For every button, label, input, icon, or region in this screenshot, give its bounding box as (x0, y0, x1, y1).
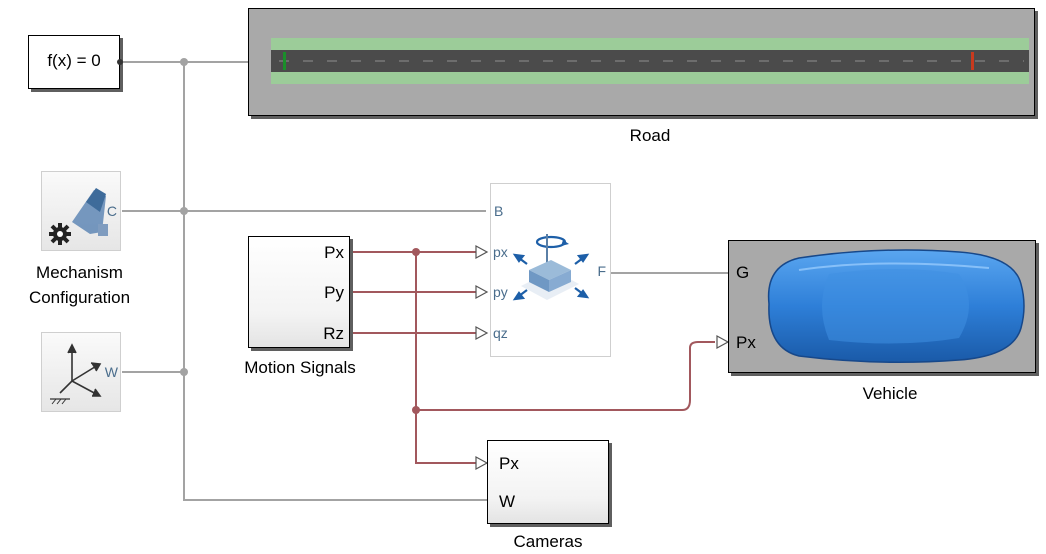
vehicle-label: Vehicle (862, 384, 918, 403)
robot-arm-icon (72, 188, 108, 236)
motion-signals-block[interactable]: Px Py Rz (248, 236, 350, 348)
vehicle-car-icon (767, 249, 1025, 363)
constant-block-text: f(x) = 0 (47, 51, 101, 70)
cameras-block[interactable]: Px W (487, 440, 609, 524)
road-label: Road (629, 126, 671, 145)
branch-dot (180, 207, 188, 215)
port-label-px: Px (324, 243, 344, 262)
port-label-px-cameras: Px (499, 454, 519, 473)
output-port-dot (117, 59, 123, 65)
joint-icon (512, 234, 590, 301)
gear-icon (49, 223, 71, 245)
port-label-px-vehicle: Px (736, 333, 756, 352)
branch-dot (412, 248, 420, 256)
mechanism-label-line1: Mechanism (36, 263, 123, 282)
constant-block[interactable]: f(x) = 0 (28, 35, 123, 89)
port-label-c: C (106, 203, 117, 219)
port-label-b: B (494, 203, 504, 219)
line-px-to-vehicle (416, 341, 715, 411)
world-frame-block[interactable]: W (41, 332, 121, 412)
line-px-branch (415, 252, 476, 464)
branch-dots (180, 58, 188, 376)
world-frame-icon (50, 343, 102, 405)
mechanism-label-line2: Configuration (28, 288, 131, 307)
port-label-py: Py (324, 283, 344, 302)
road-block[interactable] (248, 8, 1035, 116)
vehicle-block[interactable]: G Px (728, 240, 1036, 373)
port-label-rz: Rz (323, 324, 344, 343)
mechanism-configuration-block[interactable]: C (41, 171, 121, 251)
motion-signals-label: Motion Signals (244, 358, 356, 377)
road-icon (271, 38, 1029, 84)
cameras-label: Cameras (513, 532, 583, 551)
port-label-qz-in: qz (493, 325, 508, 341)
branch-dot (180, 368, 188, 376)
port-label-w-cameras: W (499, 492, 516, 511)
port-label-px-in: px (493, 244, 508, 260)
port-label-g: G (736, 263, 750, 282)
arrow-head (475, 244, 489, 260)
port-label-w: W (104, 364, 118, 380)
joint-block[interactable]: B px py qz F (490, 183, 611, 357)
port-label-f: F (597, 263, 606, 279)
arrow-head (475, 284, 489, 300)
arrow-head (475, 325, 489, 341)
branch-dot (412, 406, 420, 414)
branch-dot (180, 58, 188, 66)
arrow-head (716, 334, 730, 350)
arrow-head (475, 455, 489, 471)
port-label-py-in: py (493, 284, 508, 300)
